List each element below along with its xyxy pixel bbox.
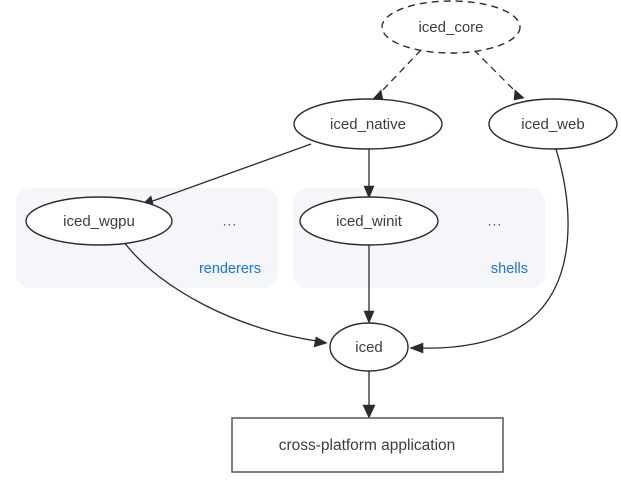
node-application-label: cross-platform application (279, 437, 456, 454)
node-iced-winit[interactable]: iced_winit (299, 196, 439, 246)
node-application-shape[interactable] (231, 417, 504, 473)
edge-iced-wgpu-to-iced (123, 241, 328, 348)
edge-iced-winit-to-iced (363, 245, 375, 324)
node-iced-winit-shape[interactable] (299, 196, 439, 246)
edge-iced-web-to-iced (409, 148, 569, 354)
arrowhead-icon (363, 185, 375, 199)
node-iced-shape[interactable] (329, 322, 409, 372)
edge-line (379, 49, 422, 94)
cluster-shells-ellipsis: ... (488, 213, 503, 229)
node-iced-native-shape[interactable] (293, 98, 443, 150)
node-iced[interactable]: iced (329, 322, 409, 372)
node-iced-web-shape[interactable] (488, 98, 618, 150)
cluster-shells-label: shells (491, 261, 528, 277)
arrowhead-icon (409, 342, 424, 354)
arrowhead-icon (513, 89, 525, 101)
edge-line (473, 49, 518, 94)
node-iced-wgpu-label: iced_wgpu (63, 213, 135, 230)
edge-iced-core-to-iced-native (372, 49, 422, 101)
node-iced-core-shape[interactable] (381, 0, 521, 54)
node-application[interactable]: cross-platform application (231, 417, 504, 473)
node-iced-web[interactable]: iced_web (488, 98, 618, 150)
node-iced-core[interactable]: iced_core (381, 0, 521, 54)
edge-line (149, 143, 312, 203)
edge-iced-native-to-iced-winit (363, 149, 375, 199)
node-iced-winit-label: iced_winit (336, 213, 403, 230)
node-iced-native[interactable]: iced_native (293, 98, 443, 150)
node-iced-wgpu[interactable]: iced_wgpu (25, 196, 173, 246)
arrowhead-icon (313, 336, 328, 348)
arrowhead-icon (362, 404, 376, 419)
node-iced-wgpu-shape[interactable] (25, 196, 173, 246)
cluster-renderers-ellipsis: ... (223, 213, 238, 229)
cluster-renderers-label: renderers (199, 261, 261, 277)
edge-iced-to-application (362, 371, 376, 419)
edge-line (419, 148, 569, 349)
edge-line (123, 241, 318, 342)
node-iced-core-label: iced_core (418, 19, 483, 36)
node-iced-native-label: iced_native (330, 116, 406, 133)
node-iced-label: iced (355, 339, 383, 356)
arrowhead-icon (363, 310, 375, 324)
node-iced-web-label: iced_web (521, 116, 584, 133)
edge-iced-core-to-iced-web (473, 49, 525, 101)
